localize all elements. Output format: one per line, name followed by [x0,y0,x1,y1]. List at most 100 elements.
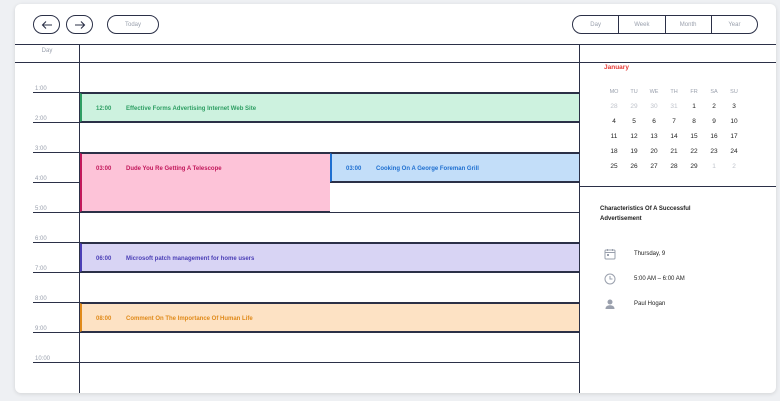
header-divider-lower [15,62,776,63]
today-button[interactable]: Today [107,15,159,34]
event-time: 08:00 [96,316,112,322]
day-cell[interactable]: 22 [690,148,698,155]
next-button[interactable] [66,15,93,34]
event-detail-person-row: Paul Hogan [604,298,665,310]
day-cell[interactable]: 29 [690,163,698,170]
hour-gridline [80,272,579,273]
event-title: Microsoft patch management for home user… [126,256,255,262]
day-cell[interactable]: 26 [630,163,638,170]
time-tick [33,362,79,363]
event-time: 12:00 [96,106,112,112]
time-tick [33,182,79,183]
day-cell[interactable]: 16 [710,133,718,140]
time-tick [33,92,79,93]
day-cell[interactable]: 2 [712,103,716,110]
event-detail-date-row: Thursday, 9 [604,248,665,260]
day-cell[interactable]: 6 [652,118,656,125]
day-cell[interactable]: 1 [712,163,716,170]
view-year-button[interactable]: Year [710,16,757,33]
sidebar-divider [579,44,580,393]
day-cell[interactable]: 18 [610,148,618,155]
event-detail-person: Paul Hogan [634,301,666,307]
day-cell[interactable]: 20 [650,148,658,155]
day-cell[interactable]: 28 [670,163,678,170]
time-tick [33,242,79,243]
prev-button[interactable] [33,15,60,34]
week-row: 28 29 30 31 1 2 3 [604,99,744,114]
view-switcher: Day Week Month Year [572,15,758,34]
event-detail-title: Characteristics Of A Successful Advertis… [600,206,691,222]
week-row: 25 26 27 28 29 1 2 [604,159,744,174]
event-time: 06:00 [96,256,112,262]
day-cell[interactable]: 5 [632,118,636,125]
view-day-button[interactable]: Day [590,21,601,28]
weekday-label: WE [649,88,659,95]
day-cell[interactable]: 4 [612,118,616,125]
day-cell[interactable]: 27 [650,163,658,170]
day-cell[interactable]: 28 [610,103,618,110]
time-tick [33,152,79,153]
hour-gridline [80,302,579,303]
day-cell[interactable]: 17 [730,133,738,140]
weekday-label: TU [630,88,638,95]
day-cell[interactable]: 12 [630,133,638,140]
day-cell[interactable]: 23 [710,148,718,155]
day-cell[interactable]: 13 [650,133,658,140]
day-cell[interactable]: 29 [630,103,638,110]
time-label: 10:00 [35,356,51,362]
mini-calendar-month: January [604,64,629,71]
calendar-card: Today Day Week Month Year Day 1:00 2:00 … [15,4,776,393]
day-cell[interactable]: 25 [610,163,618,170]
event-block[interactable]: 06:00 Microsoft patch management for hom… [80,243,579,272]
event-block[interactable]: 03:00 Dude You Re Getting A Telescope [80,153,330,212]
time-tick [33,332,79,333]
event-block[interactable]: 12:00 Effective Forms Advertising Intern… [80,93,579,122]
event-time: 03:00 [96,166,112,172]
view-week-button[interactable]: Week [618,16,664,33]
day-cell[interactable]: 9 [712,118,716,125]
time-tick [33,272,79,273]
weekday-label: TH [670,88,678,95]
hour-gridline [80,122,579,123]
time-tick [33,302,79,303]
sidebar-section-divider [580,186,776,187]
hour-gridline [80,152,579,153]
mini-calendar-grid: MO TU WE TH FR SA SU 28 29 30 31 1 2 3 4… [604,84,744,174]
event-time: 03:00 [346,166,362,172]
day-cell[interactable]: 7 [672,118,676,125]
day-cell[interactable]: 8 [692,118,696,125]
header-divider [15,44,776,45]
day-cell[interactable]: 14 [670,133,678,140]
week-row: 11 12 13 14 15 16 17 [604,129,744,144]
day-cell[interactable]: 2 [732,163,736,170]
day-cell[interactable]: 11 [610,133,618,140]
weekday-header-row: MO TU WE TH FR SA SU [604,84,744,99]
event-detail-time-row: 5:00 AM – 6:00 AM [604,273,685,285]
arrow-left-icon [41,20,52,29]
time-tick [33,212,79,213]
time-label: 5:00 [35,206,47,212]
weekday-label: MO [609,88,619,95]
day-cell[interactable]: 10 [730,118,738,125]
day-cell[interactable]: 31 [670,103,678,110]
day-cell[interactable]: 30 [650,103,658,110]
event-title: Dude You Re Getting A Telescope [126,166,222,172]
event-title: Effective Forms Advertising Internet Web… [126,106,257,112]
day-cell[interactable]: 1 [692,103,696,110]
hour-gridline [80,92,579,93]
day-cell[interactable]: 21 [670,148,678,155]
day-cell[interactable]: 15 [690,133,698,140]
arrow-right-icon [74,20,85,29]
event-block[interactable]: 08:00 Comment On The Importance Of Human… [80,303,579,332]
time-column-divider [79,44,80,393]
day-cell[interactable]: 19 [630,148,638,155]
view-month-button[interactable]: Month [664,16,711,33]
day-column-label: Day [41,48,53,54]
event-title: Cooking On A George Foreman Grill [376,166,479,172]
event-detail-time: 5:00 AM – 6:00 AM [634,276,685,282]
day-cell[interactable]: 24 [730,148,738,155]
day-cell[interactable]: 3 [732,103,736,110]
event-block[interactable]: 03:00 Cooking On A George Foreman Grill [330,153,579,182]
weekday-label: SU [730,88,738,95]
hour-gridline [80,332,579,333]
